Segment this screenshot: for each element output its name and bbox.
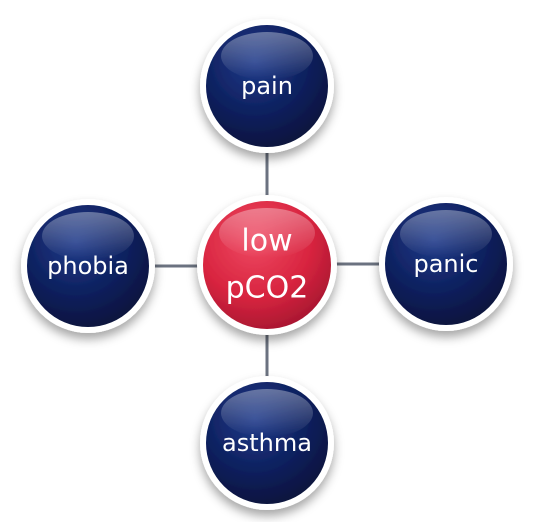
node-label-panic: panic: [413, 250, 478, 278]
center-label-line2: pCO2: [226, 271, 309, 306]
center-label-line1: low: [241, 224, 292, 259]
node-label-phobia: phobia: [47, 252, 129, 280]
node-label-pain: pain: [241, 72, 293, 100]
node-label-asthma: asthma: [222, 429, 312, 457]
node-panic: [379, 197, 513, 331]
node-asthma: [200, 376, 334, 510]
node-phobia: [21, 199, 155, 333]
connectors: [152, 150, 383, 380]
node-pain: [200, 19, 334, 153]
center-node: [197, 195, 337, 335]
